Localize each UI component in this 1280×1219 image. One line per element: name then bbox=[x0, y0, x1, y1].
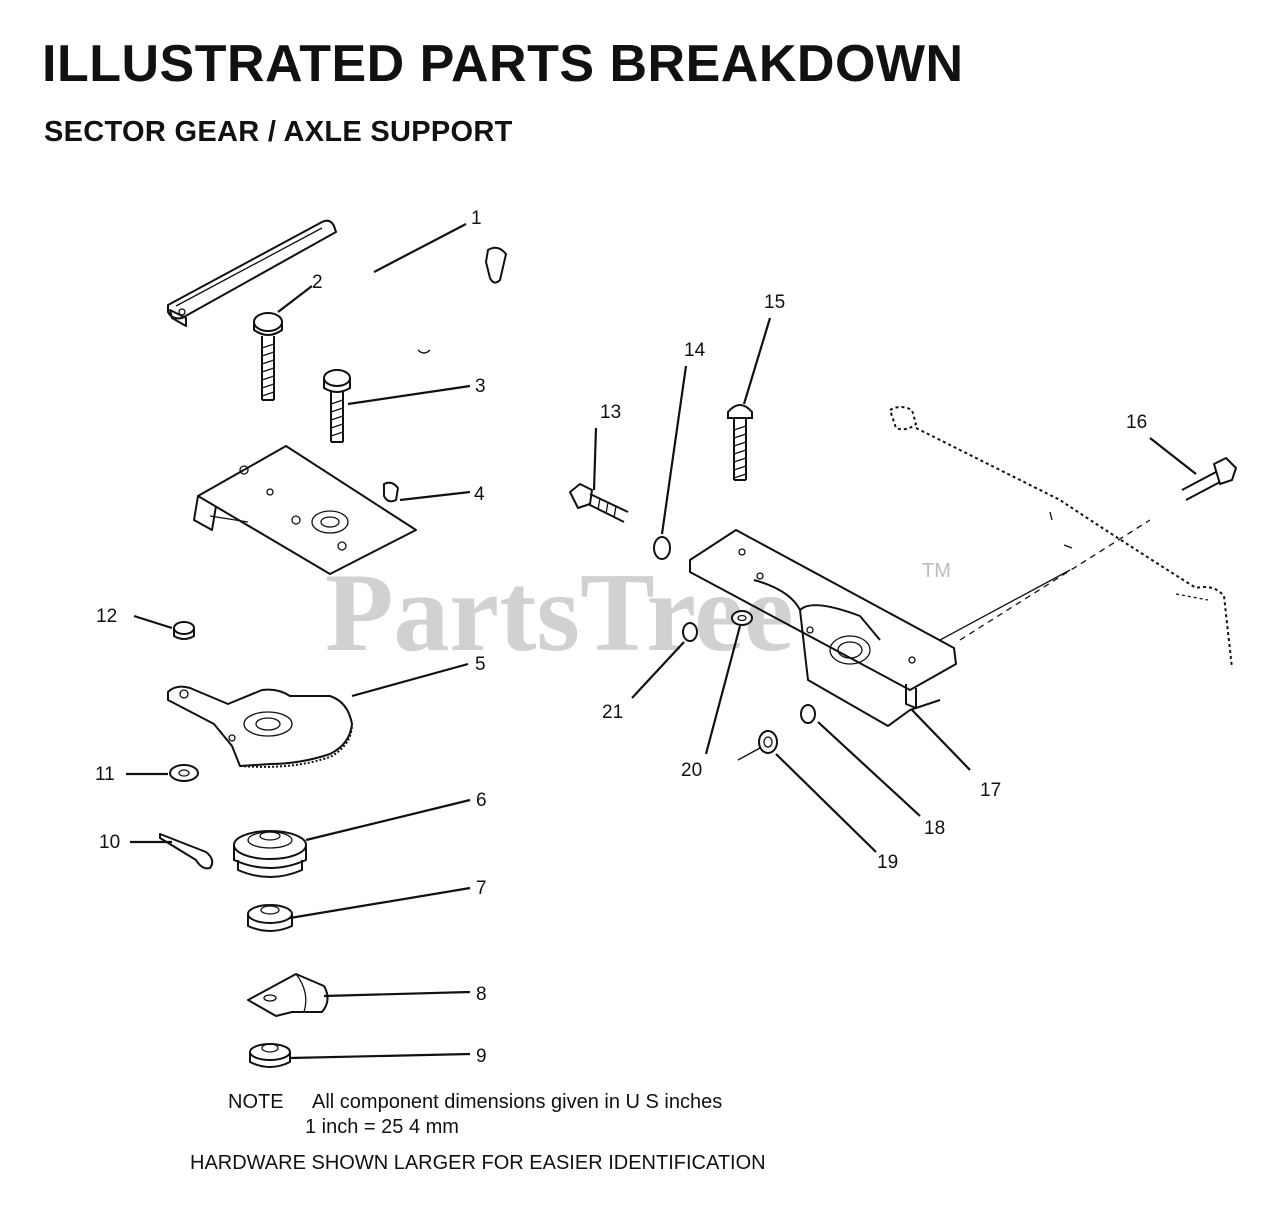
callout-3: 3 bbox=[475, 376, 486, 397]
part-3-bolt[interactable] bbox=[323, 369, 351, 443]
callout-6: 6 bbox=[476, 790, 487, 811]
part-14-washer[interactable] bbox=[653, 536, 671, 560]
part-11-washer[interactable] bbox=[169, 764, 199, 782]
part-9-nut[interactable] bbox=[249, 1043, 291, 1068]
section-subtitle: SECTOR GEAR / AXLE SUPPORT bbox=[44, 116, 513, 148]
callout-19: 19 bbox=[877, 852, 898, 873]
part-17-axle-support[interactable] bbox=[689, 511, 1151, 727]
frame-outline-dotted bbox=[889, 406, 1233, 669]
part-12-nut[interactable] bbox=[173, 621, 195, 640]
callout-15: 15 bbox=[764, 292, 785, 313]
part-13-bolt[interactable] bbox=[569, 483, 629, 523]
callout-1: 1 bbox=[471, 208, 482, 229]
callout-8: 8 bbox=[476, 984, 487, 1005]
leader-lines bbox=[126, 223, 1197, 1060]
callout-16: 16 bbox=[1126, 412, 1147, 433]
note-label: NOTE bbox=[228, 1091, 284, 1113]
watermark: PartsTree bbox=[325, 551, 794, 675]
part-7-flange-nut[interactable] bbox=[247, 904, 293, 932]
hardware-note: HARDWARE SHOWN LARGER FOR EASIER IDENTIF… bbox=[190, 1152, 766, 1174]
note-text: All component dimensions given in U S in… bbox=[312, 1091, 723, 1113]
part-1-lift-link[interactable] bbox=[167, 219, 507, 354]
part-2-bolt[interactable] bbox=[253, 312, 283, 401]
callout-20: 20 bbox=[681, 760, 702, 781]
part-4-mounting-plate[interactable] bbox=[193, 445, 417, 575]
part-10-cotter-pin[interactable] bbox=[159, 833, 214, 870]
part-5-sector-gear[interactable] bbox=[167, 685, 353, 768]
callout-numbers: 1 2 3 4 5 6 7 8 9 10 11 12 13 14 15 16 1… bbox=[95, 208, 1147, 1067]
callout-7: 7 bbox=[476, 878, 487, 899]
part-18-lock-washer[interactable] bbox=[800, 704, 816, 724]
callout-14: 14 bbox=[684, 340, 706, 361]
part-21-lock-washer[interactable] bbox=[682, 622, 698, 642]
watermark-trademark: TM bbox=[922, 560, 951, 582]
callout-9: 9 bbox=[476, 1046, 487, 1067]
part-8-clamp[interactable] bbox=[247, 973, 329, 1017]
callout-2: 2 bbox=[312, 272, 323, 293]
callout-21: 21 bbox=[602, 702, 623, 723]
callout-11: 11 bbox=[95, 764, 115, 785]
part-6-pinion-gear[interactable] bbox=[233, 830, 307, 878]
callout-17: 17 bbox=[980, 780, 1001, 801]
part-16-bolt[interactable] bbox=[1181, 457, 1237, 501]
callout-4: 4 bbox=[474, 484, 485, 505]
callout-13: 13 bbox=[600, 402, 621, 423]
part-15-carriage-bolt[interactable] bbox=[727, 404, 753, 481]
callout-12: 12 bbox=[96, 606, 117, 627]
part-19-nut[interactable] bbox=[737, 730, 778, 761]
callout-10: 10 bbox=[99, 832, 120, 853]
note-conversion: 1 inch = 25 4 mm bbox=[305, 1116, 459, 1138]
callout-18: 18 bbox=[924, 818, 945, 839]
page-title: ILLUSTRATED PARTS BREAKDOWN bbox=[42, 35, 964, 93]
callout-5: 5 bbox=[475, 654, 486, 675]
part-20-nut[interactable] bbox=[731, 610, 753, 626]
